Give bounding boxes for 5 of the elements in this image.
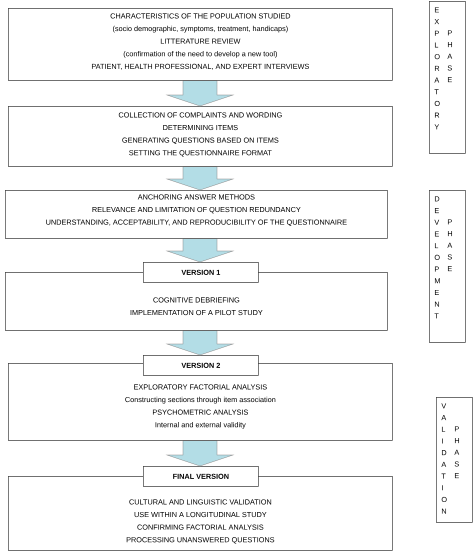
block-arrow xyxy=(166,330,234,356)
block-arrow xyxy=(166,238,234,262)
block-arrow xyxy=(166,80,234,106)
block-arrow xyxy=(166,440,234,466)
block-arrow xyxy=(166,166,234,190)
